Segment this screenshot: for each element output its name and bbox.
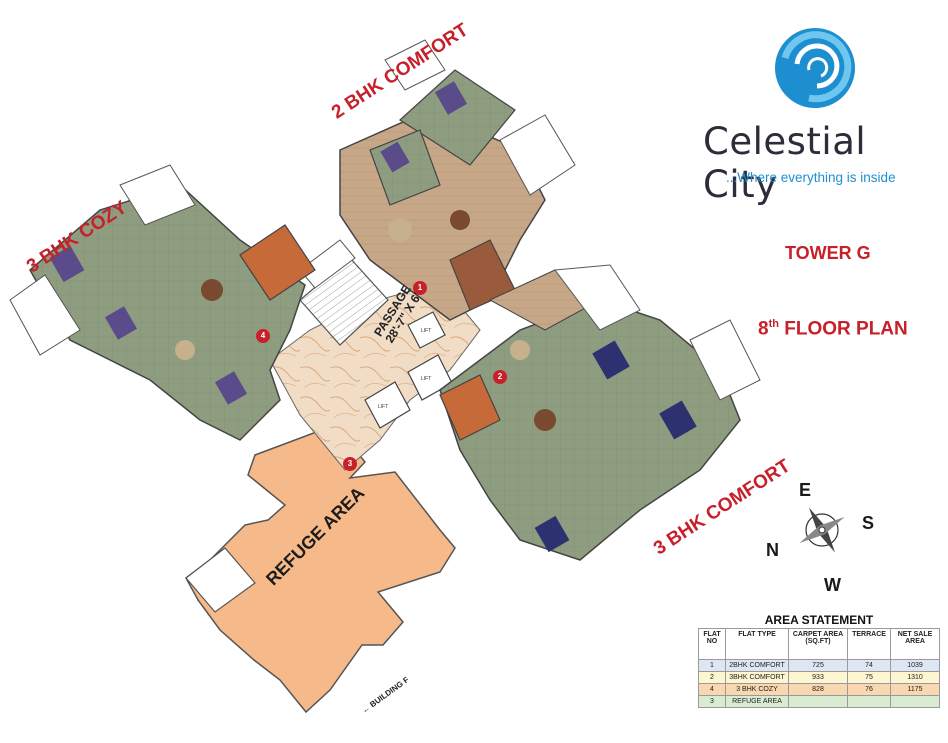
area-statement-table: FLAT NO FLAT TYPE CARPET AREA (SQ.FT) TE… <box>698 628 940 708</box>
flat-marker-3: 3 <box>343 457 357 471</box>
compass-rose-icon <box>799 507 845 553</box>
wing-2bhk-comfort-top <box>339 39 576 321</box>
brand-tagline: ...Where everything is inside <box>726 170 896 185</box>
cell-carpet-area: 725 <box>788 659 848 672</box>
swirl-logo-icon <box>775 28 855 108</box>
table-row: 2 3BHK COMFORT 933 75 1310 <box>698 671 940 684</box>
flat-marker-4: 4 <box>256 329 270 343</box>
floor-title: 8th FLOOR PLAN <box>758 318 908 340</box>
cell-net-sale-area: 1310 <box>890 671 940 684</box>
cell-flat-type: REFUGE AREA <box>725 695 789 708</box>
floor-suffix: th <box>768 318 779 330</box>
cell-terrace: 74 <box>847 659 891 672</box>
header-flat-no: FLAT NO <box>698 628 726 660</box>
compass-west: W <box>824 575 841 595</box>
cell-flat-no: 3 <box>698 695 726 708</box>
cell-terrace: 76 <box>847 683 891 696</box>
cell-flat-no: 1 <box>698 659 726 672</box>
floor-number: 8 <box>758 318 769 340</box>
header-flat-type: FLAT TYPE <box>725 628 789 660</box>
floor-text: FLOOR PLAN <box>784 318 908 340</box>
header-net-sale-area: NET SALE AREA <box>890 628 940 660</box>
cell-net-sale-area <box>890 695 940 708</box>
table-row: 4 3 BHK COZY 828 76 1175 <box>698 683 940 696</box>
cell-terrace <box>847 695 891 708</box>
cell-net-sale-area: 1039 <box>890 659 940 672</box>
flat-marker-2: 2 <box>493 370 507 384</box>
compass-north: N <box>766 540 779 560</box>
lift-label-1: LIFT <box>378 404 389 410</box>
header-carpet-area: CARPET AREA (SQ.FT) <box>788 628 848 660</box>
lift-label-3: LIFT <box>421 328 432 334</box>
lift-shafts <box>364 311 453 429</box>
lift-label-2: LIFT <box>421 376 432 382</box>
compass-east: E <box>799 480 812 500</box>
cell-flat-type: 3 BHK COZY <box>725 683 789 696</box>
area-statement-title: AREA STATEMENT <box>764 613 874 627</box>
cell-carpet-area: 933 <box>788 671 848 684</box>
cell-carpet-area: 828 <box>788 683 848 696</box>
wing-3bhk-comfort-right <box>439 264 761 561</box>
cell-flat-no: 4 <box>698 683 726 696</box>
compass-south: S <box>862 513 875 533</box>
staircase <box>299 239 389 346</box>
cell-flat-no: 2 <box>698 671 726 684</box>
tower-title: TOWER G <box>785 243 871 263</box>
brand-name: Celestial City <box>703 120 867 206</box>
cell-net-sale-area: 1175 <box>890 683 940 696</box>
table-row: 1 2BHK COMFORT 725 74 1039 <box>698 659 940 672</box>
cell-flat-type: 2BHK COMFORT <box>725 659 789 672</box>
wing-3bhk-cozy-left <box>9 164 316 441</box>
area-table-header-row: FLAT NO FLAT TYPE CARPET AREA (SQ.FT) TE… <box>698 628 940 660</box>
cell-carpet-area <box>788 695 848 708</box>
cell-terrace: 75 <box>847 671 891 684</box>
table-row: 3 REFUGE AREA <box>698 695 940 708</box>
refuge-area <box>185 424 456 714</box>
header-terrace: TERRACE <box>847 628 891 660</box>
cell-flat-type: 3BHK COMFORT <box>725 671 789 684</box>
flat-marker-1: 1 <box>413 281 427 295</box>
